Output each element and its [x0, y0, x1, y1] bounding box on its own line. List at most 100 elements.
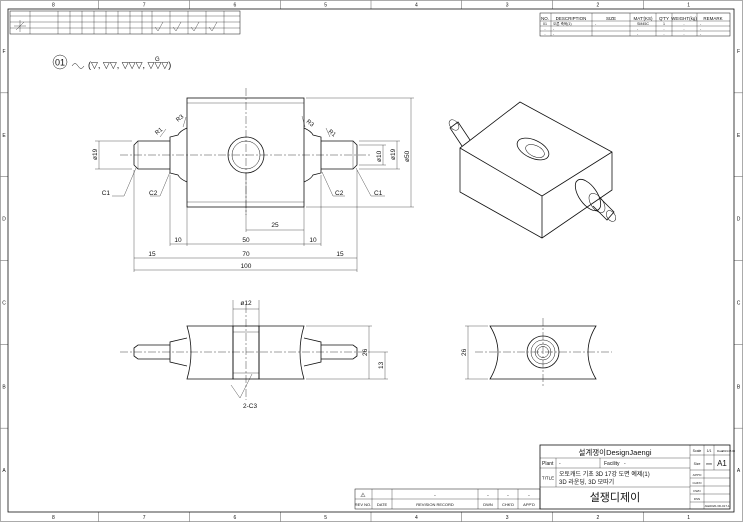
- grid-row-label: A: [737, 468, 741, 474]
- parts-row1-material: SM45C: [637, 22, 649, 26]
- facility-value: -: [624, 461, 626, 467]
- grid-row-label: D: [737, 217, 741, 223]
- logo-text: 설쟁디제이: [590, 491, 641, 504]
- grid-col-label: 3: [506, 3, 509, 9]
- role-appd: APP'D: [693, 473, 703, 477]
- grid-row-label: E: [737, 133, 741, 139]
- parts-row2-material: -: [637, 27, 639, 31]
- role-dwn: DWN: [693, 489, 700, 493]
- dim-d10-right: ø10: [376, 150, 383, 162]
- dim-10-left: 10: [174, 237, 182, 244]
- dim-c2-right: C2: [335, 190, 344, 197]
- parts-header-no: NO.: [541, 16, 549, 21]
- grid-col-label: 1: [687, 515, 690, 521]
- inner-border: [7, 8, 735, 513]
- parts-row3-material: -: [637, 32, 639, 36]
- revision-header-appd: APP'D: [523, 502, 535, 507]
- dim-r1-right: R1: [327, 129, 337, 139]
- revision-dash-2: -: [487, 493, 489, 499]
- isometric-view: [448, 101, 617, 239]
- revision-dash-1: -: [434, 493, 436, 499]
- dim-d50: ø50: [404, 150, 411, 162]
- role-dsn: DSN: [694, 497, 700, 501]
- revision-dash-3: -: [507, 493, 509, 499]
- item-balloon: [52, 54, 68, 70]
- parts-row3-remark: -: [700, 32, 702, 36]
- revision-header-dwn: DWN: [483, 502, 493, 507]
- item-balloon-number: 01: [55, 58, 65, 68]
- parts-row1-qty: 1: [663, 22, 665, 26]
- revision-dash-4: -: [528, 493, 530, 499]
- drawing-title-line1: 오토캐드 기초 3D 17강 도면 예제(1): [559, 470, 650, 478]
- dim-r3-left: R3: [175, 114, 185, 124]
- dim-50: 50: [242, 237, 250, 244]
- grid-col-label: 8: [52, 515, 55, 521]
- title-block: 설계쟁이DesignJaengi Plant - Facility - TITL…: [539, 444, 736, 510]
- parts-row2-description: -: [553, 27, 555, 31]
- grid-row-label: B: [737, 384, 741, 390]
- revision-block: ⚠ - - - - REV NO. DATE REVISION RECORD D…: [354, 488, 541, 510]
- revision-header-date: DATE: [377, 502, 388, 507]
- parts-row3-weight: -: [683, 32, 685, 36]
- front-view: [120, 88, 370, 215]
- scale-value: 1/1: [707, 449, 712, 453]
- grid-col-label: 4: [415, 3, 418, 9]
- grid-row-label: C: [737, 300, 741, 306]
- unit-label: mm: [706, 462, 712, 466]
- revision-header-rev: REV NO.: [355, 502, 371, 507]
- general-info-table: [9, 10, 241, 35]
- grid-col-label: 4: [415, 515, 418, 521]
- dim-c1-left: C1: [102, 190, 111, 197]
- parts-row3-description: -: [553, 32, 555, 36]
- grid-col-label: 1: [687, 3, 690, 9]
- grid-row-label: B: [2, 384, 6, 390]
- date-value: 2019.08.08: [722, 449, 736, 453]
- parts-row2-remark: -: [700, 27, 702, 31]
- role-chkd: CHK'D: [692, 481, 702, 485]
- parts-header-qty: Q'TY: [659, 16, 669, 21]
- parts-row2-qty: -: [663, 27, 665, 31]
- parts-row1-remark: -: [700, 22, 702, 26]
- front-dimensions: ø19 ø10 ø19 ø50 R1 R3 R3 R1 C1 C2 C2 C1 …: [92, 97, 414, 272]
- roughness-spec: (▽, ▽▽, ▽▽▽, ▽▽▽): [88, 60, 171, 70]
- grid-col-label: 6: [233, 3, 236, 9]
- grid-row-label: F: [737, 49, 740, 55]
- dim-d19-left: ø19: [92, 148, 99, 160]
- dim-r3-right: R3: [305, 119, 315, 129]
- grid-row-label: A: [2, 468, 6, 474]
- parts-header-weight: WEIGHT(kg): [671, 16, 697, 21]
- parts-row3-qty: -: [663, 32, 665, 36]
- dim-15-left: 15: [148, 251, 156, 258]
- size-value: A1: [717, 459, 727, 468]
- dim-70: 70: [242, 251, 250, 258]
- revision-warning-icon: ⚠: [360, 492, 366, 499]
- grid-col-label: 7: [143, 3, 146, 9]
- company-name: 설계쟁이DesignJaengi: [578, 447, 651, 457]
- parts-row1-no: 01: [543, 22, 547, 26]
- grid-col-label: 8: [52, 3, 55, 9]
- grid-col-label: 5: [324, 3, 327, 9]
- drawing-title-line2: 3D 라운딩, 3D 모따기: [559, 478, 614, 486]
- drawing-number: JLE0020-3D-017-1: [704, 504, 730, 508]
- parts-row3-no: -: [544, 32, 546, 36]
- grid-row-label: C: [2, 300, 6, 306]
- size-label: Size: [694, 462, 701, 466]
- parts-header-description: DESCRIPTION: [556, 16, 587, 21]
- dim-26-side: 26: [461, 348, 468, 356]
- grid-col-label: 5: [324, 515, 327, 521]
- grid-col-label: 7: [143, 515, 146, 521]
- grid-row-label: D: [2, 217, 6, 223]
- dim-c1-right: C1: [374, 190, 383, 197]
- dim-d12: ø12: [240, 300, 252, 307]
- dim-d19-right: ø19: [390, 148, 397, 160]
- parts-list: NO. DESCRIPTION SIZE MAT'(KS) Q'TY WEIGH…: [539, 12, 731, 37]
- grid-row-label: E: [2, 133, 6, 139]
- section-view: ø12 26 13 2-C3: [120, 300, 388, 410]
- revision-header-chkd: CHK'D: [502, 502, 514, 507]
- dim-13: 13: [378, 361, 385, 369]
- dim-chamfer: 2-C3: [243, 403, 257, 410]
- dim-100: 100: [241, 263, 252, 270]
